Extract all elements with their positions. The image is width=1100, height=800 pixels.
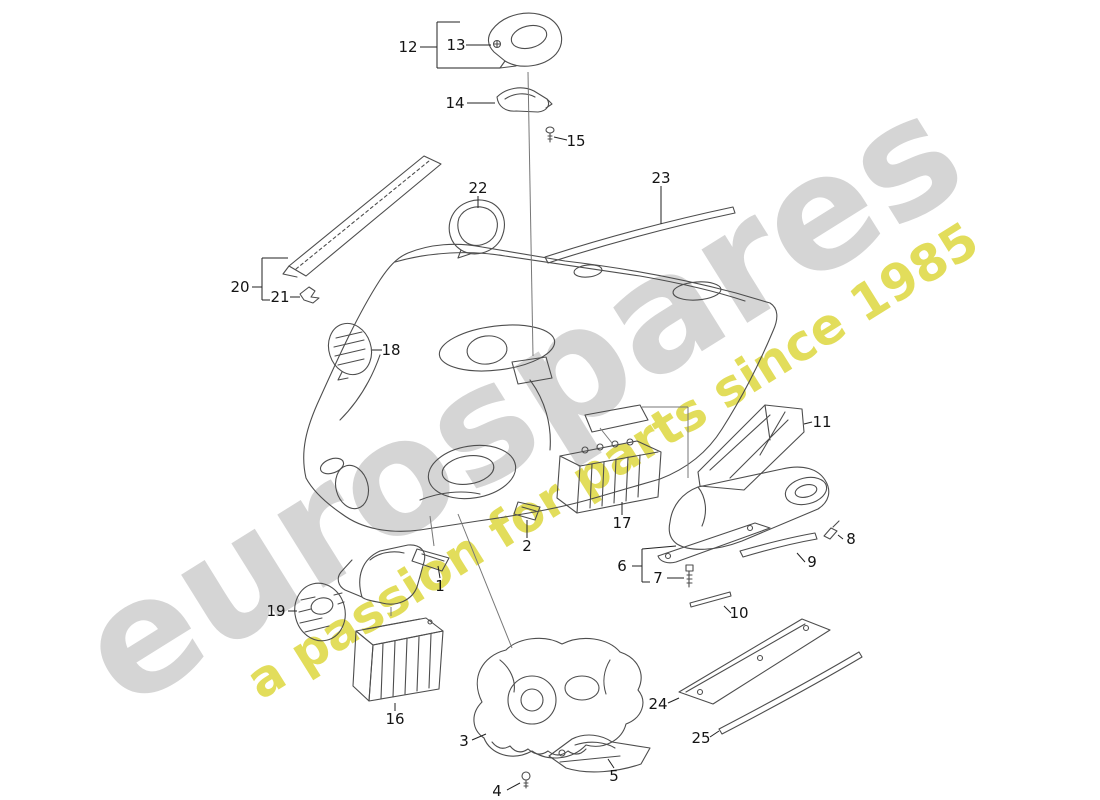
glovebox-door	[657, 466, 830, 564]
screw-15	[545, 126, 555, 143]
center-vent-17	[556, 438, 662, 514]
trim-strip-25	[718, 651, 863, 735]
air-duct	[337, 544, 426, 605]
trim-strip-9	[739, 532, 818, 558]
lower-trim-5	[548, 734, 651, 773]
air-vent-18	[327, 322, 373, 381]
screw-7	[685, 564, 694, 588]
screw-4	[521, 771, 531, 789]
vent-box-16	[352, 617, 444, 702]
rod-10	[689, 591, 732, 608]
trim-strip-23	[544, 206, 736, 264]
retaining-clip-21	[299, 286, 320, 304]
pin-8	[823, 520, 840, 540]
clip-2	[513, 501, 541, 521]
air-vent-19	[294, 582, 346, 642]
support-bracket-11	[697, 404, 805, 491]
trim-piece-1	[411, 548, 450, 572]
defroster-trim-strip	[282, 155, 442, 278]
leader-lines	[252, 21, 844, 791]
column-cover-3	[473, 637, 644, 759]
cowl-bracket-14	[496, 87, 553, 113]
screw-13	[492, 39, 502, 49]
instrument-cowl	[487, 12, 563, 69]
dashboard-body	[303, 243, 778, 532]
panel-24	[678, 618, 831, 705]
